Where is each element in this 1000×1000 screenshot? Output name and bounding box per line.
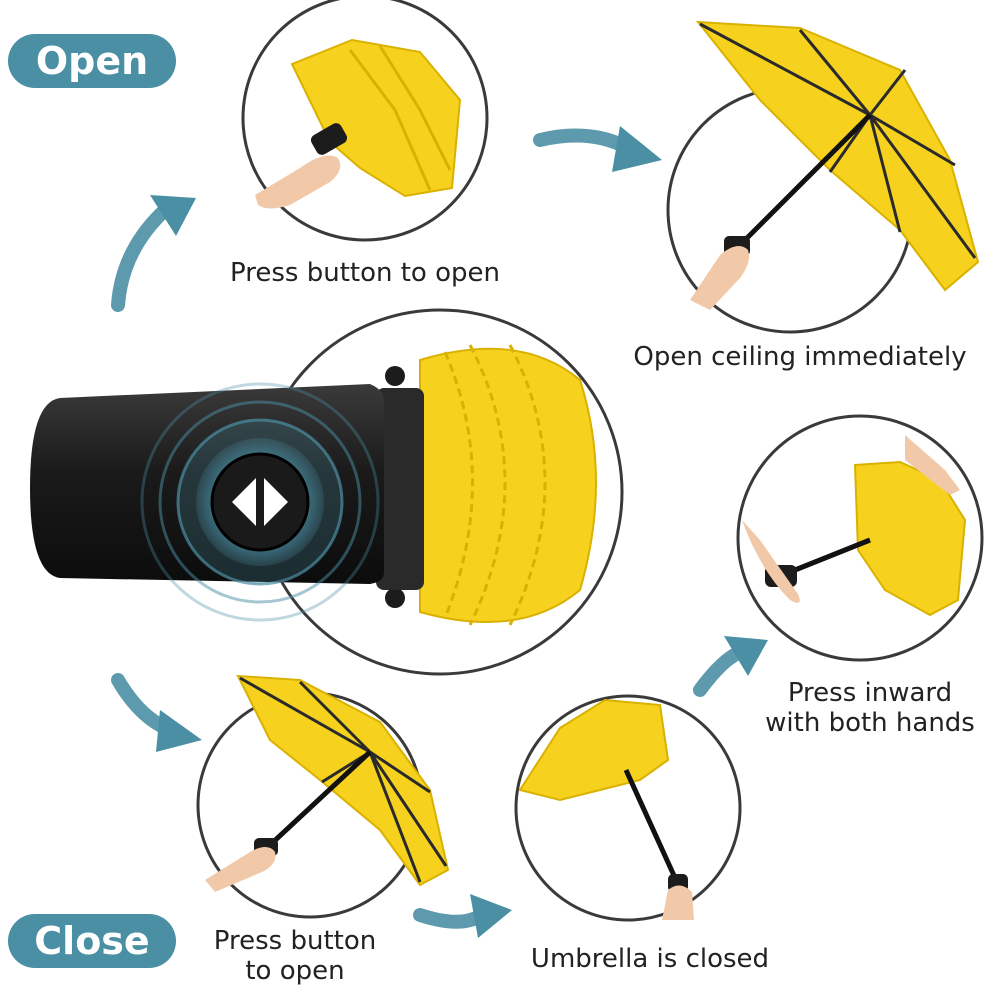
hand [690, 246, 749, 310]
curved-arrow-icon [533, 126, 662, 172]
caption-text: Press button to open [230, 258, 500, 288]
handle-closeup [30, 308, 624, 676]
folded-canopy [290, 38, 462, 198]
half-closed-canopy [853, 460, 967, 617]
step-umbrella-closed-illustration [514, 694, 742, 922]
hand [205, 847, 276, 892]
shaft [268, 750, 372, 847]
collar [376, 388, 424, 590]
shaft [738, 113, 872, 247]
curved-arrow-icon [693, 636, 768, 697]
caption-press-button-open: Press button to open [200, 258, 530, 288]
hand [662, 885, 694, 920]
handle [310, 123, 348, 155]
open-canopy [695, 20, 980, 292]
shaft [623, 768, 679, 882]
curved-arrow-icon [111, 195, 196, 312]
caption-umbrella-closed: Umbrella is closed [510, 944, 790, 974]
open-label: Open [8, 34, 176, 88]
step-press-button-close-illustration [196, 674, 450, 919]
caption-text: Umbrella is closed [530, 944, 770, 974]
caption-text-line-2: to open [245, 956, 345, 986]
curved-arrow-icon [413, 894, 512, 938]
caption-text-line-1: Press button [213, 926, 377, 956]
caption-text: Open ceiling immediately [633, 342, 967, 372]
hand [255, 155, 341, 209]
button-ring [210, 452, 310, 552]
hand [905, 435, 960, 495]
diamond-button-icon [232, 478, 288, 526]
caption-press-inward: Press inward with both hands [740, 678, 1000, 738]
hand [742, 520, 800, 603]
step-press-button-open-illustration [241, 0, 489, 242]
folded-umbrella-end [419, 347, 597, 624]
step-open-ceiling-illustration [666, 20, 980, 334]
caption-open-ceiling: Open ceiling immediately [600, 342, 1000, 372]
caption-press-button-close: Press button to open [180, 926, 410, 986]
curved-arrow-icon [111, 673, 202, 752]
close-label: Close [8, 914, 176, 968]
caption-text-line-1: Press inward [787, 678, 953, 708]
caption-text-line-2: with both hands [765, 708, 975, 738]
step-press-inward-illustration [736, 414, 984, 662]
shaft [789, 537, 871, 575]
